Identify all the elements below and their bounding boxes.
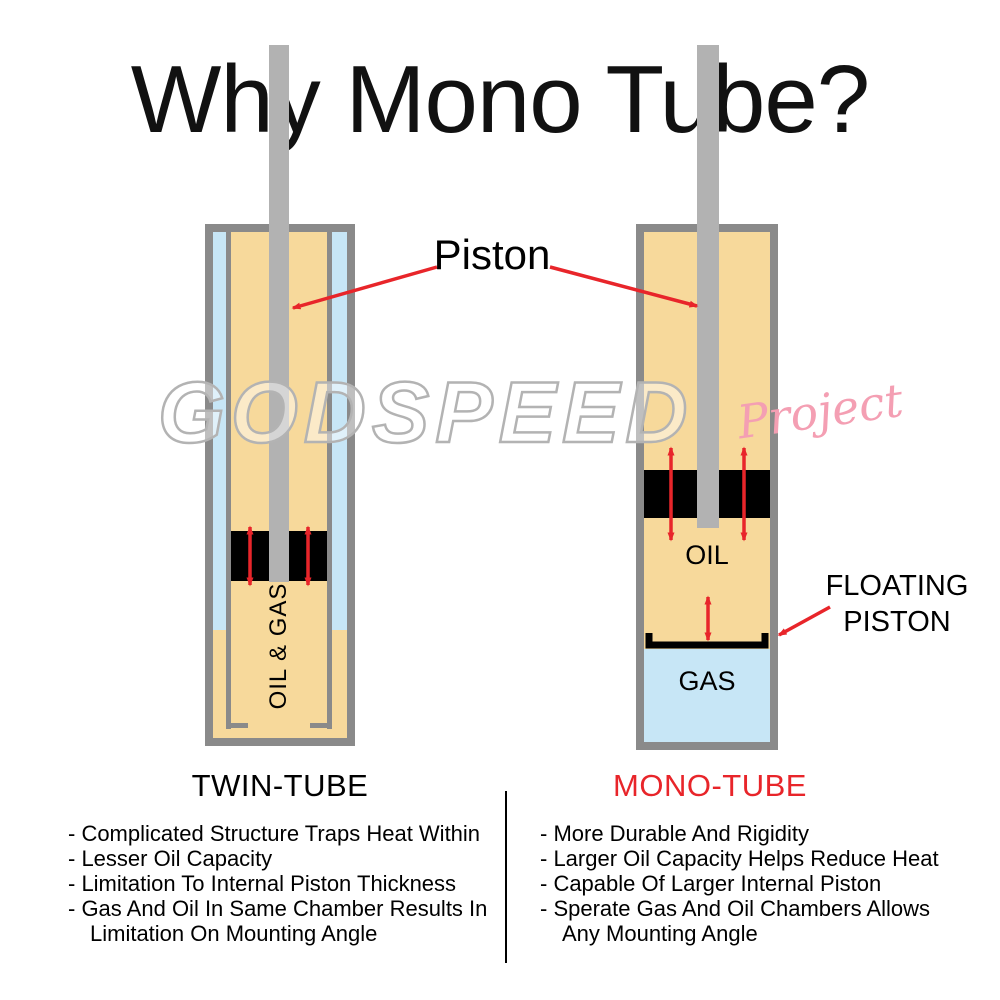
mono-tube-piston-rod — [697, 45, 719, 528]
list-item: - Larger Oil Capacity Helps Reduce Heat — [540, 846, 939, 871]
list-item: - Complicated Structure Traps Heat Withi… — [68, 821, 481, 846]
gas-label: GAS — [678, 666, 736, 696]
twin-tube-bullet-list: - Complicated Structure Traps Heat Withi… — [68, 821, 528, 946]
mono-tube-heading: MONO-TUBE — [613, 768, 807, 803]
floating-piston-label-line1: FLOATING — [825, 570, 969, 602]
list-item: - Capable Of Larger Internal Piston — [540, 871, 882, 896]
list-item: - Sperate Gas And Oil Chambers Allows — [540, 896, 931, 921]
oil-and-gas-label: OIL & GAS — [265, 582, 292, 710]
page-title: Why Mono Tube? — [130, 46, 870, 153]
floating-piston-label-line2: PISTON — [843, 606, 951, 638]
list-item: Limitation On Mounting Angle — [90, 921, 378, 946]
piston-callout-label: Piston — [433, 231, 551, 278]
twin-tube-piston-block-right — [289, 531, 327, 581]
list-item: - More Durable And Rigidity — [540, 821, 810, 846]
twin-tube-foot-valve-left — [226, 723, 248, 728]
mono-tube-gas-area — [644, 649, 770, 742]
twin-tube-piston-block-left — [231, 531, 269, 581]
oil-label: OIL — [685, 540, 729, 570]
mono-tube-piston-block-right — [719, 470, 770, 518]
mono-tube-piston-block-left — [644, 470, 697, 518]
floating-piston-callout-label: FLOATING PISTON — [812, 568, 982, 640]
twin-tube-piston-rod — [269, 45, 289, 582]
list-item: - Lesser Oil Capacity — [68, 846, 273, 871]
list-item: - Limitation To Internal Piston Thicknes… — [68, 871, 457, 896]
twin-tube-heading: TWIN-TUBE — [191, 768, 369, 803]
mono-tube-bullet-list: - More Durable And Rigidity - Larger Oil… — [540, 821, 1000, 946]
list-item: Any Mounting Angle — [562, 921, 758, 946]
list-item: - Gas And Oil In Same Chamber Results In — [68, 896, 488, 921]
column-divider — [505, 791, 507, 963]
twin-tube-foot-valve-right — [310, 723, 332, 728]
